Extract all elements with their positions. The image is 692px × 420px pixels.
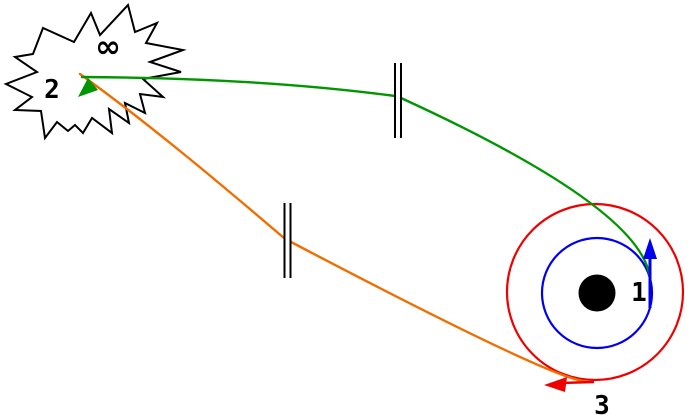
burn-arrow-point-1-head — [643, 238, 657, 259]
inner-orbit-circle — [540, 236, 654, 350]
infinity-label: ∞ — [95, 29, 121, 65]
burn-arrow-point-1-icon — [643, 238, 657, 308]
outer-orbit-circle — [505, 202, 685, 382]
burn-arrow-point-3-icon — [544, 377, 595, 392]
infinity-starburst-icon — [3, 2, 187, 141]
escape-trajectory-break-marks-icon — [394, 63, 402, 138]
return-trajectory-upper-arc — [78, 72, 286, 240]
point-1-label: 1 — [631, 278, 647, 308]
return-trajectory-lower-arc — [289, 240, 587, 383]
central-body-dot — [578, 274, 616, 312]
burn-arrow-point-3-head — [544, 377, 567, 392]
escape-trajectory-outer-arc — [80, 75, 397, 98]
point-2-label: 2 — [44, 75, 60, 105]
burn-arrow-point-2-icon — [78, 78, 98, 97]
point-3-label: 3 — [594, 391, 610, 420]
return-trajectory-break-marks-icon — [283, 203, 292, 278]
escape-trajectory-inner-arc — [399, 96, 652, 284]
